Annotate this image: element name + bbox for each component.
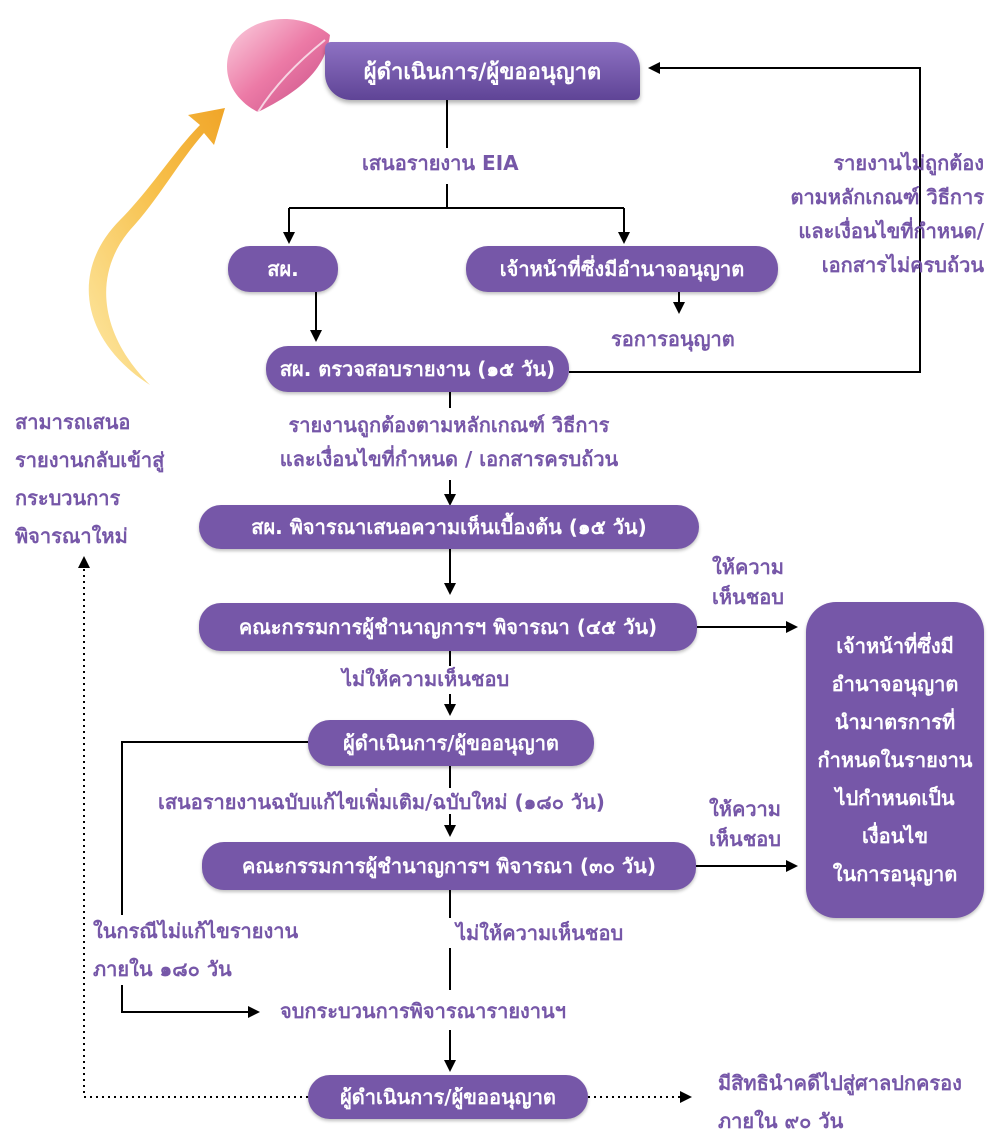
header-title: ผู้ดำเนินการ/ผู้ขออนุญาต bbox=[363, 59, 602, 85]
label-not-approve-2: ไม่ให้ความเห็นชอบ bbox=[456, 921, 624, 945]
box-onep-check: สผ. ตรวจสอบรายงาน (๑๕ วัน) bbox=[266, 346, 569, 392]
box-committee-30: คณะกรรมการผู้ชำนาญการฯ พิจารณา (๓๐ วัน) bbox=[202, 842, 696, 890]
box-committee-45: คณะกรรมการผู้ชำนาญการฯ พิจารณา (๔๕ วัน) bbox=[199, 603, 697, 651]
box-applicant-2: ผู้ดำเนินการ/ผู้ขออนุญาต bbox=[308, 720, 594, 766]
swoosh-arrow-icon bbox=[88, 108, 225, 385]
label-submit-eia: เสนอรายงาน EIA bbox=[362, 151, 519, 175]
label-approve-2: ให้ความ เห็นชอบ bbox=[709, 797, 781, 851]
box-onep: สผ. bbox=[228, 246, 338, 292]
box-applicant-3: ผู้ดำเนินการ/ผู้ขออนุญาต bbox=[308, 1075, 588, 1119]
label-not-approve-1: ไม่ให้ความเห็นชอบ bbox=[342, 667, 510, 691]
box-permit-officer: เจ้าหน้าที่ซึ่งมีอำนาจอนุญาต bbox=[466, 246, 778, 292]
label-resubmit-180: เสนอรายงานฉบับแก้ไขเพิ่มเติม/ฉบับใหม่ (๑… bbox=[158, 790, 605, 814]
label-correct-report: รายงานถูกต้องตามหลักเกณฑ์ วิธีการ และเงื… bbox=[279, 413, 619, 471]
label-incorrect-report: รายงานไม่ถูกต้อง ตามหลักเกณฑ์ วิธีการ แล… bbox=[790, 151, 984, 277]
label-can-resubmit: สามารถเสนอ รายงานกลับเข้าสู่ กระบวนการ พ… bbox=[15, 410, 165, 548]
label-approve-1: ให้ความ เห็นชอบ bbox=[712, 555, 784, 609]
box-authority-final: เจ้าหน้าที่ซึ่งมี อำนาจอนุญาต นำมาตรการท… bbox=[806, 602, 984, 918]
label-no-revision: ในกรณีไม่แก้ไขรายงาน ภายใน ๑๘๐ วัน bbox=[93, 919, 299, 981]
label-end-process: จบกระบวนการพิจารณารายงานฯ bbox=[280, 999, 566, 1023]
label-court: มีสิทธินำคดีไปสู่ศาลปกครอง ภายใน ๙๐ วัน bbox=[718, 1071, 962, 1133]
applicant-header-banner: ผู้ดำเนินการ/ผู้ขออนุญาต bbox=[325, 42, 640, 100]
leaf-icon bbox=[227, 18, 330, 112]
label-await-permit: รอการอนุญาต bbox=[611, 327, 735, 351]
box-onep-opinion: สผ. พิจารณาเสนอความเห็นเบื้องต้น (๑๕ วัน… bbox=[199, 505, 699, 549]
